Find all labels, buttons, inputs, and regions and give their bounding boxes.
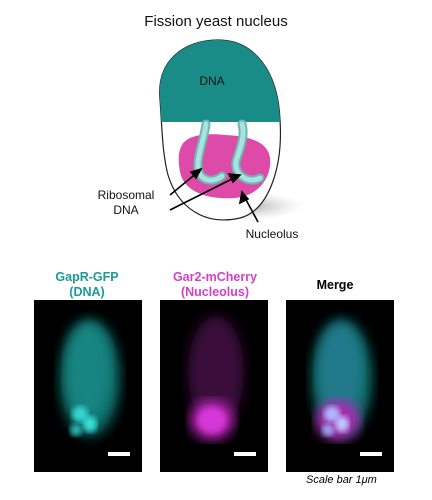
ribosomal-label-line1: Ribosomal	[98, 188, 155, 202]
scale-bar	[234, 452, 256, 456]
merge-panel	[286, 300, 394, 472]
panel-label-mcherry: Gar2-mCherry (Nucleolus)	[150, 270, 280, 300]
nucleolus-label: Nucleolus	[246, 227, 299, 241]
panel-label-merge: Merge	[276, 278, 394, 293]
scale-bar	[108, 452, 130, 456]
mcherry-label-line2: (Nucleolus)	[180, 285, 250, 299]
diagram-title: Fission yeast nucleus	[144, 13, 287, 30]
nucleus-diagram: Fission yeast nucleus DNA Ribosomal DNA …	[98, 13, 303, 241]
gfp-panel	[34, 300, 142, 472]
nucleolus-shape	[178, 134, 271, 199]
merge-label: Merge	[316, 278, 354, 292]
panel-label-gfp: GapR-GFP (DNA)	[22, 270, 152, 300]
pointer-arrows	[169, 167, 259, 223]
gfp-label-line2: (DNA)	[69, 285, 105, 299]
dna-label: DNA	[199, 74, 224, 88]
scale-bar	[360, 452, 382, 456]
scale-caption: Scale bar 1μm	[306, 474, 377, 486]
mcherry-panel	[160, 300, 268, 472]
gfp-label-line1: GapR-GFP	[55, 270, 119, 284]
mcherry-label-line1: Gar2-mCherry	[172, 270, 258, 284]
ribosomal-label-line2: DNA	[113, 203, 138, 217]
